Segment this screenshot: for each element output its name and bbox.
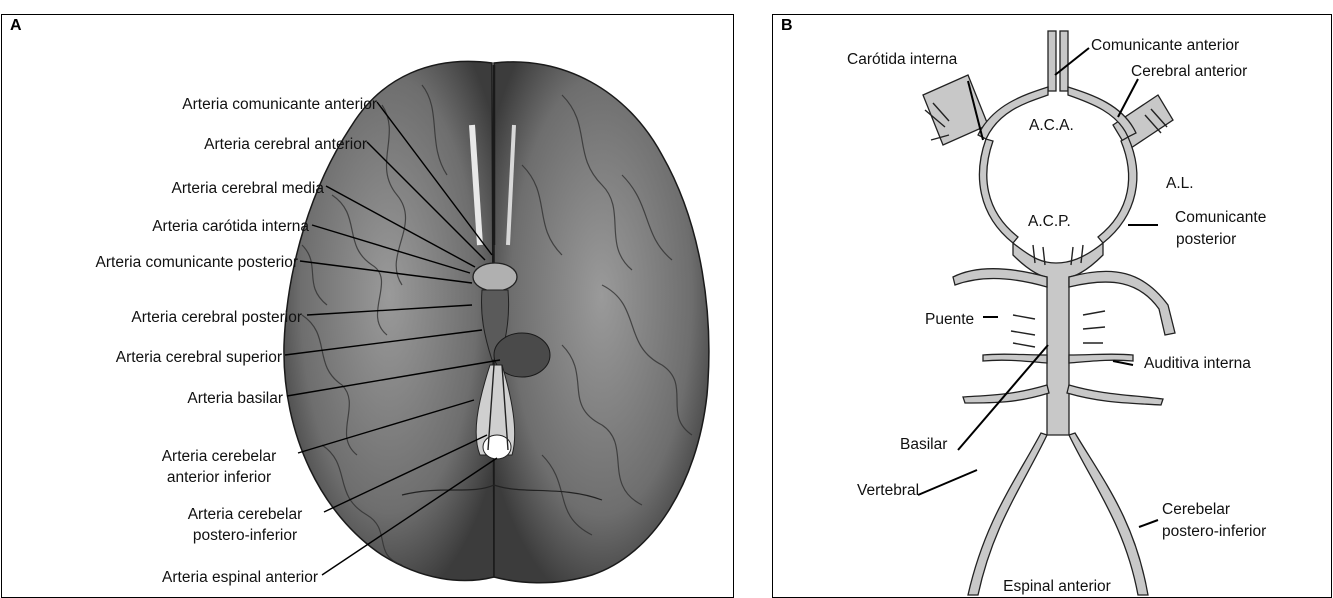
label-b-auditiva-interna: Auditiva interna — [1144, 355, 1251, 372]
label-a-cerebelar-ai-line1: Arteria cerebelar — [162, 448, 277, 465]
label-b-acp: A.C.P. — [1028, 213, 1071, 230]
label-b-cerebelar-pi-line1: Cerebelar — [1162, 501, 1230, 518]
label-b-espinal-anterior: Espinal anterior — [1003, 578, 1111, 595]
label-b-comunicante-posterior-line1: Comunicante — [1175, 209, 1266, 226]
brain-illustration: Arteria comunicante anterior Arteria cer… — [2, 15, 734, 598]
circle-of-willis — [473, 263, 517, 291]
label-b-vertebral: Vertebral — [857, 482, 919, 499]
label-a-basilar: Arteria basilar — [187, 390, 283, 407]
label-a-cerebelar-pi-line2: postero-inferior — [193, 527, 297, 544]
label-a-comunicante-posterior: Arteria comunicante posterior — [96, 254, 298, 271]
label-a-comunicante-anterior: Arteria comunicante anterior — [182, 96, 377, 113]
label-b-comunicante-posterior-line2: posterior — [1176, 231, 1236, 248]
brain-right-hemisphere — [494, 62, 709, 583]
label-a-carotida-interna: Arteria carótida interna — [152, 218, 309, 235]
pcom-left — [979, 139, 1018, 243]
label-b-puente: Puente — [925, 311, 974, 328]
label-a-cerebral-anterior: Arteria cerebral anterior — [204, 136, 367, 153]
vertebral-left — [968, 433, 1047, 595]
aca-right — [1068, 87, 1136, 137]
panel-a: A — [1, 14, 734, 598]
label-b-carotida-interna: Carótida interna — [847, 51, 958, 68]
label-a-espinal-anterior: Arteria espinal anterior — [162, 569, 318, 586]
label-a-cerebral-posterior: Arteria cerebral posterior — [131, 309, 302, 326]
label-b-comunicante-anterior: Comunicante anterior — [1091, 37, 1239, 54]
label-b-basilar: Basilar — [900, 436, 947, 453]
scaa-right — [1069, 271, 1175, 335]
label-b-cerebelar-pi-line2: postero-inferior — [1162, 523, 1266, 540]
arterial-circle-diagram: Carótida interna Comunicante anterior Ce… — [773, 15, 1332, 598]
label-b-aca: A.C.A. — [1029, 117, 1074, 134]
label-a-cerebral-superior: Arteria cerebral superior — [116, 349, 282, 366]
label-b-al: A.L. — [1166, 175, 1194, 192]
label-b-cerebral-anterior: Cerebral anterior — [1131, 63, 1247, 80]
label-a-cerebelar-ai-line2: anterior inferior — [167, 469, 271, 486]
vertebral-right — [1069, 433, 1148, 595]
anterior-cerebral-left-stem — [1048, 31, 1056, 91]
branch-right-lower — [1067, 385, 1163, 405]
anterior-cerebral-right-stem — [1060, 31, 1068, 91]
label-a-cerebral-media: Arteria cerebral media — [172, 180, 325, 197]
aica-right — [1069, 354, 1133, 363]
panel-b: B — [772, 14, 1332, 598]
label-a-cerebelar-pi-line1: Arteria cerebelar — [188, 506, 303, 523]
pcom-right — [1098, 137, 1137, 243]
